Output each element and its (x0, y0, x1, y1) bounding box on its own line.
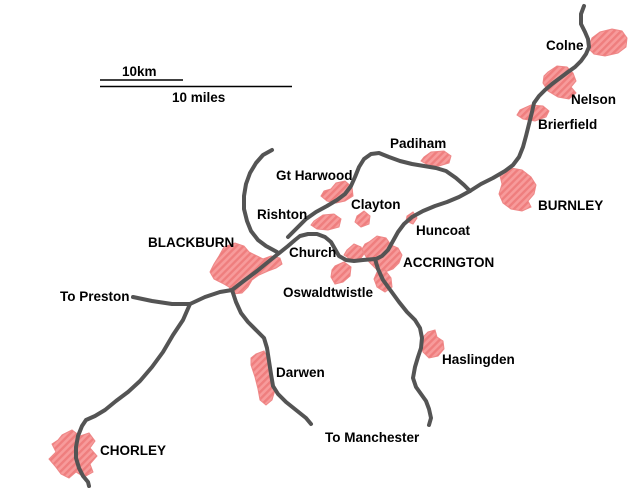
label-clayton: Clayton (351, 197, 401, 212)
town-area-church (343, 243, 365, 262)
road-burnley-accrington (374, 189, 472, 261)
label-colne: Colne (546, 38, 584, 53)
label-haslingden: Haslingden (442, 352, 515, 367)
road-blackburn-darwen (230, 288, 313, 426)
label-to-preston: To Preston (60, 289, 130, 304)
town-area-chorley (48, 429, 98, 479)
label-burnley: BURNLEY (538, 198, 603, 213)
road-accrington-manchester (373, 257, 433, 427)
label-to-manchester: To Manchester (325, 430, 420, 445)
label-chorley: CHORLEY (100, 443, 166, 458)
town-area-haslingden (419, 329, 445, 359)
town-area-burnley (498, 167, 537, 212)
town-area-colne (587, 28, 628, 57)
label-blackburn: BLACKBURN (148, 235, 234, 250)
label-gt-harwood: Gt Harwood (276, 168, 353, 183)
label-accrington: ACCRINGTON (403, 255, 494, 270)
label-nelson: Nelson (571, 92, 616, 107)
label-oswaldtwistle: Oswaldtwistle (283, 285, 374, 300)
label-padiham: Padiham (390, 136, 446, 151)
road-to-preston (131, 288, 234, 306)
roads (74, 4, 591, 488)
road-burnley-colne (468, 4, 591, 193)
label-brierfield: Brierfield (538, 117, 597, 132)
town-area-padiham (420, 150, 452, 167)
scale-miles-label: 10 miles (172, 90, 225, 105)
scale-km-label: 10km (122, 64, 157, 79)
town-areas (48, 28, 628, 479)
town-area-oswaldtwistle (330, 261, 352, 285)
town-area-blackburn (209, 242, 283, 295)
scale-bar (100, 79, 292, 88)
road-chorley-branch (74, 302, 192, 488)
map-labels: 10km 10 miles Colne Nelson Brierfield BU… (60, 38, 616, 458)
road-rishton-padiham (286, 151, 472, 239)
town-area-rishton (310, 213, 342, 231)
label-rishton: Rishton (257, 207, 307, 222)
label-church: Church (289, 245, 336, 260)
road-north-blackburn (242, 148, 279, 254)
label-huncoat: Huncoat (416, 223, 471, 238)
town-area-clayton (354, 210, 371, 228)
town-area-gt-harwood (320, 180, 354, 204)
label-darwen: Darwen (276, 365, 325, 380)
road-blackburn-church-accrington (230, 232, 377, 292)
